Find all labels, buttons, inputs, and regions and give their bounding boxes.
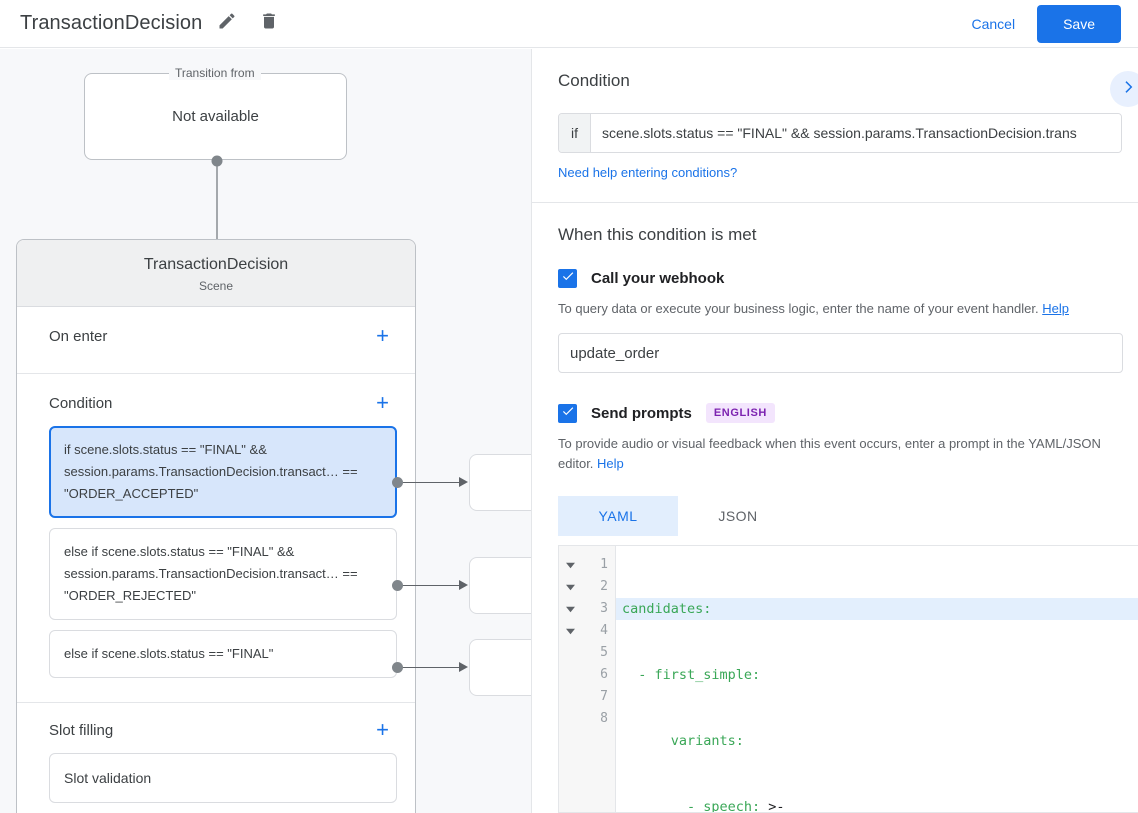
edge-line bbox=[403, 667, 459, 668]
save-button[interactable]: Save bbox=[1037, 4, 1121, 43]
add-on-enter-button[interactable]: + bbox=[376, 323, 389, 348]
prompts-description-text: To provide audio or visual feedback when… bbox=[558, 436, 1101, 471]
line-number: 7 bbox=[600, 689, 608, 704]
yaml-code-editor[interactable]: 1 2 3 4 5 6 7 8 candidates: - first_simp… bbox=[558, 545, 1138, 813]
send-prompts-label: Send prompts bbox=[591, 404, 692, 422]
webhook-help-link[interactable]: Help bbox=[1042, 301, 1069, 316]
target-node-box[interactable] bbox=[469, 557, 531, 614]
webhook-description-text: To query data or execute your business l… bbox=[558, 301, 1039, 316]
scene-name: TransactionDecision bbox=[143, 256, 289, 273]
delete-button[interactable] bbox=[252, 7, 286, 41]
condition-list-item[interactable]: if scene.slots.status == "FINAL" && sess… bbox=[49, 426, 397, 518]
tab-yaml[interactable]: YAML bbox=[558, 496, 678, 536]
target-node-box[interactable] bbox=[469, 454, 531, 511]
fold-toggle-3[interactable] bbox=[559, 598, 582, 620]
edit-button[interactable] bbox=[210, 7, 244, 41]
line-number: 3 bbox=[600, 601, 608, 616]
fold-gutter bbox=[559, 546, 582, 812]
details-panel: Condition if Need help entering conditio… bbox=[531, 49, 1138, 813]
line-number: 4 bbox=[600, 623, 608, 638]
webhook-label: Call your webhook bbox=[591, 270, 725, 287]
condition-section: Condition if Need help entering conditio… bbox=[532, 49, 1138, 203]
cancel-button[interactable]: Cancel bbox=[957, 7, 1029, 41]
prompts-help-link[interactable]: Help bbox=[597, 456, 624, 471]
send-prompts-checkbox[interactable] bbox=[558, 403, 577, 423]
condition-field: if bbox=[558, 113, 1122, 153]
webhook-handler-input[interactable] bbox=[558, 333, 1123, 373]
add-condition-button[interactable]: + bbox=[376, 390, 389, 415]
code-key: variants: bbox=[622, 733, 744, 749]
edge-arrowhead bbox=[459, 580, 468, 590]
transition-to-card: TransactionDecision Scene On enter + Con… bbox=[16, 239, 416, 813]
section-slot-filling: Slot filling + Slot validation bbox=[17, 703, 415, 813]
section-on-enter: On enter + bbox=[17, 307, 415, 374]
line-number: 2 bbox=[600, 579, 608, 594]
prompts-checkbox-row: Send prompts ENGLISH bbox=[558, 403, 1138, 423]
add-slot-filling-button[interactable]: + bbox=[376, 717, 389, 742]
trash-icon bbox=[259, 11, 279, 36]
condition-node-dot[interactable] bbox=[392, 580, 403, 591]
webhook-checkbox-row: Call your webhook bbox=[558, 269, 1138, 288]
transition-from-box[interactable]: Not available bbox=[84, 73, 347, 160]
code-key: - first_simple: bbox=[622, 667, 761, 683]
scene-header[interactable]: TransactionDecision Scene bbox=[17, 240, 415, 307]
chevron-right-icon bbox=[1119, 78, 1137, 101]
top-toolbar: TransactionDecision Cancel Save bbox=[0, 0, 1138, 48]
section-condition: Condition + if scene.slots.status == "FI… bbox=[17, 374, 415, 703]
code-text-area[interactable]: candidates: - first_simple: variants: - … bbox=[616, 546, 1138, 812]
line-number: 5 bbox=[600, 645, 608, 660]
code-key: candidates: bbox=[622, 601, 712, 617]
condition-heading: Condition bbox=[558, 71, 630, 90]
line-number: 8 bbox=[600, 711, 608, 726]
code-line: - speech: >- bbox=[616, 796, 1138, 812]
edge-line bbox=[403, 482, 459, 483]
tab-json[interactable]: JSON bbox=[718, 508, 758, 524]
transition-from-legend: Transition from bbox=[169, 66, 261, 80]
code-rest: >- bbox=[760, 799, 785, 812]
webhook-checkbox[interactable] bbox=[558, 269, 577, 288]
condition-list-item[interactable]: else if scene.slots.status == "FINAL" &&… bbox=[49, 528, 397, 620]
pencil-icon bbox=[217, 11, 237, 36]
edge-line bbox=[403, 585, 459, 586]
when-condition-met-section: When this condition is met Call your web… bbox=[532, 203, 1138, 536]
slot-validation-item[interactable]: Slot validation bbox=[49, 753, 397, 803]
fold-toggle-4[interactable] bbox=[559, 620, 582, 642]
check-icon bbox=[561, 269, 575, 288]
condition-input[interactable] bbox=[591, 114, 1121, 152]
section-title-slot-filling: Slot filling bbox=[49, 721, 114, 739]
edge-arrowhead bbox=[459, 662, 468, 672]
when-condition-met-heading: When this condition is met bbox=[558, 225, 757, 244]
scene-graph-canvas: Not available Transition from Transactio… bbox=[0, 49, 531, 813]
expand-panel-button[interactable] bbox=[1110, 71, 1138, 107]
code-line: candidates: bbox=[616, 598, 1138, 620]
code-line: variants: bbox=[616, 730, 1138, 752]
fold-toggle-1[interactable] bbox=[559, 554, 582, 576]
page-title: TransactionDecision bbox=[20, 12, 203, 34]
line-number: 6 bbox=[600, 667, 608, 682]
code-line: - first_simple: bbox=[616, 664, 1138, 686]
line-number: 1 bbox=[600, 557, 608, 572]
line-number-gutter: 1 2 3 4 5 6 7 8 bbox=[582, 546, 616, 812]
editor-format-tabs: YAML JSON bbox=[558, 496, 1138, 536]
condition-node-dot[interactable] bbox=[392, 477, 403, 488]
transition-from-value: Not available bbox=[172, 108, 259, 125]
toolbar-actions: Cancel Save bbox=[957, 4, 1138, 43]
scene-type: Scene bbox=[198, 279, 234, 293]
target-node-box[interactable] bbox=[469, 639, 531, 696]
condition-node-dot[interactable] bbox=[392, 662, 403, 673]
code-key: - speech: bbox=[622, 799, 761, 812]
language-badge: ENGLISH bbox=[705, 403, 775, 423]
section-title-condition: Condition bbox=[49, 394, 113, 412]
section-title-on-enter: On enter bbox=[49, 327, 108, 345]
fold-toggle-2[interactable] bbox=[559, 576, 582, 598]
webhook-description: To query data or execute your business l… bbox=[558, 299, 1122, 319]
check-icon bbox=[561, 404, 575, 423]
if-prefix-label: if bbox=[559, 114, 591, 152]
condition-help-link[interactable]: Need help entering conditions? bbox=[558, 165, 738, 180]
prompts-description: To provide audio or visual feedback when… bbox=[558, 434, 1122, 474]
edge-arrowhead bbox=[459, 477, 468, 487]
condition-list-item[interactable]: else if scene.slots.status == "FINAL" bbox=[49, 630, 397, 678]
